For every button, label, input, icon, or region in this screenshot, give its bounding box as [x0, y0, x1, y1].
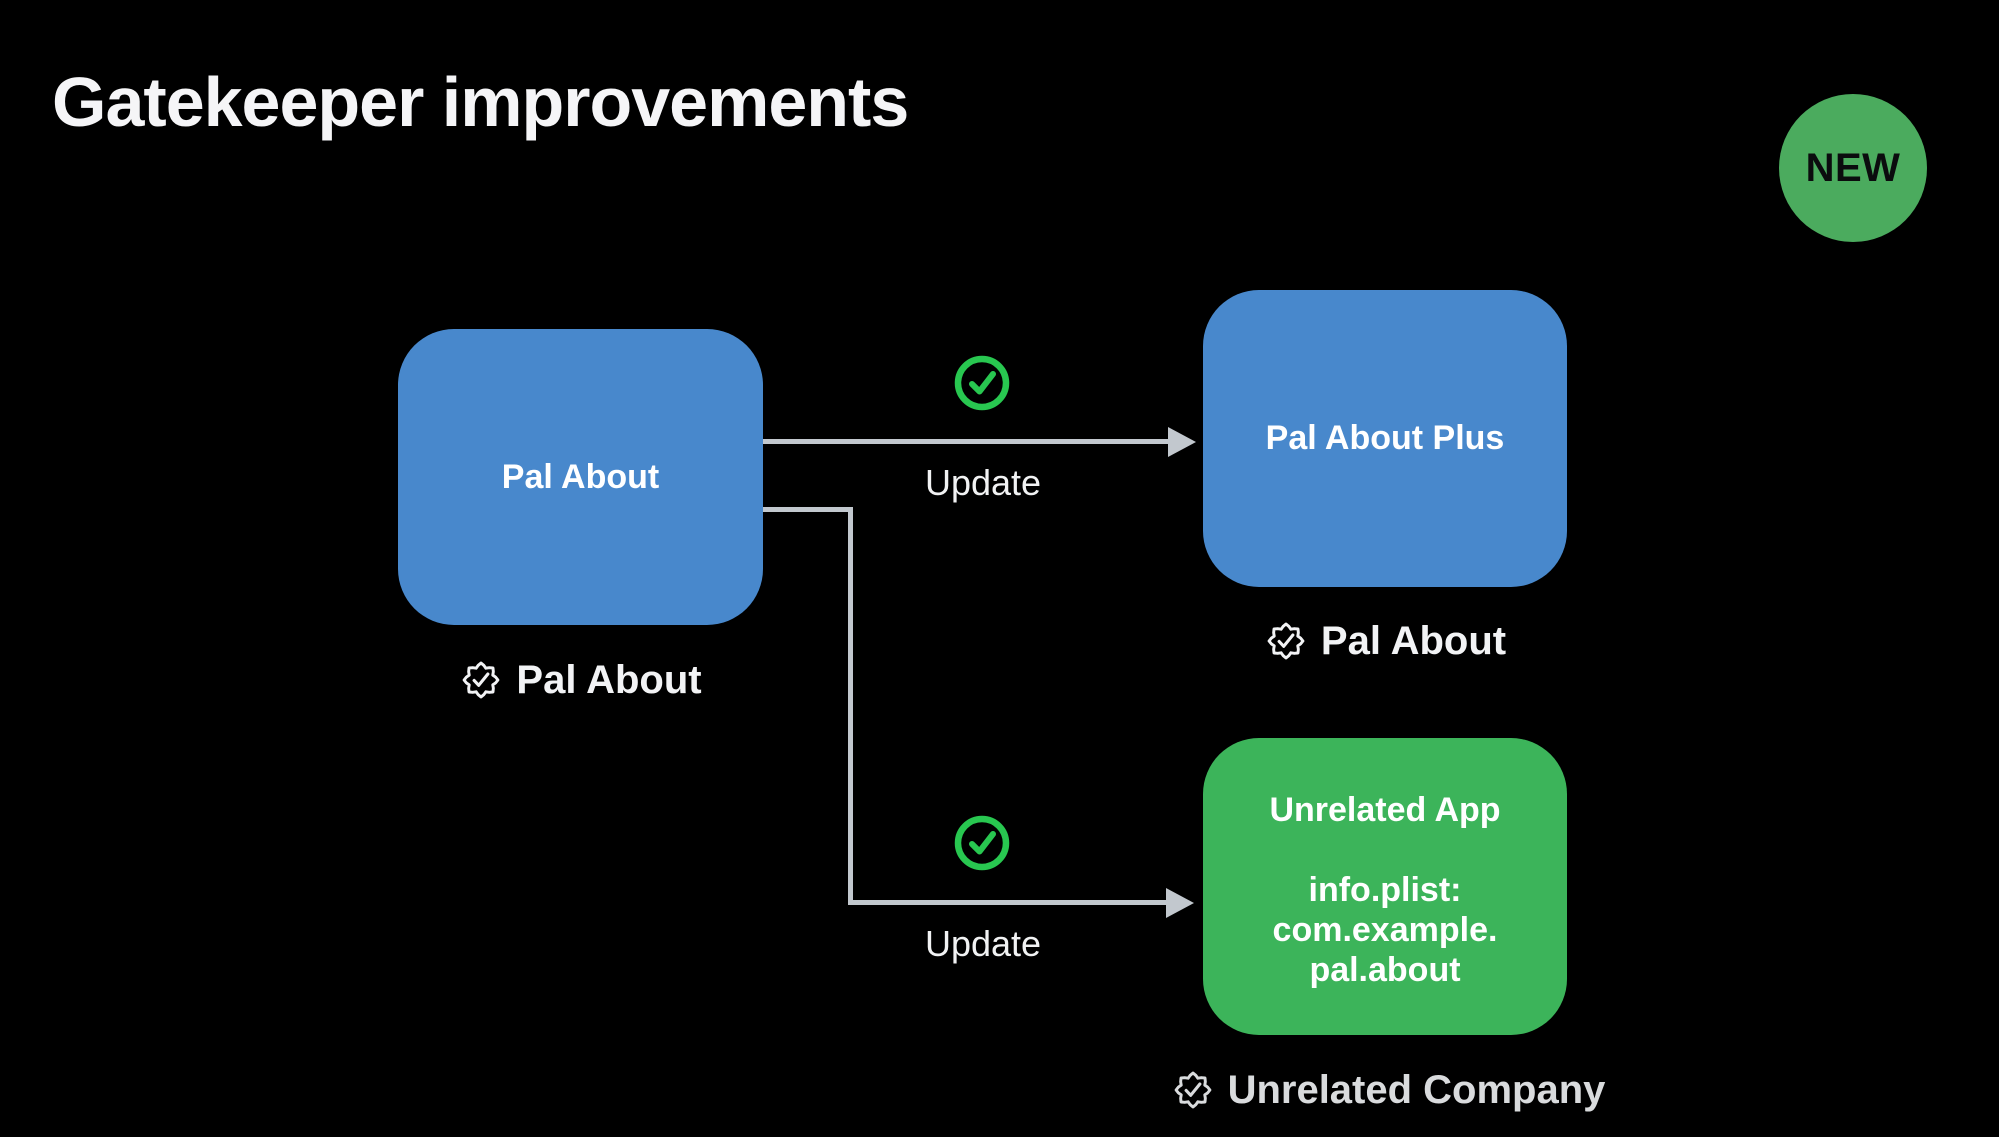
new-badge-label: NEW [1805, 145, 1901, 190]
slide-title: Gatekeeper improvements [52, 63, 909, 141]
app-box-original-name: Pal About [501, 457, 660, 496]
app-box-updated-name: Pal About Plus [1265, 419, 1505, 457]
new-badge: NEW [1779, 94, 1927, 242]
signer-label-updated: Pal About [1203, 613, 1567, 669]
signer-name: Pal About [1320, 618, 1507, 663]
signer-label-unrelated: Unrelated Company [1103, 1062, 1673, 1118]
signer-name: Unrelated Company [1227, 1067, 1606, 1112]
checkmark-circle-icon [954, 815, 1010, 871]
plist-line: pal.about [1309, 951, 1461, 989]
connector-line-top [763, 439, 1170, 444]
checkmark-seal-icon [1267, 622, 1305, 660]
connector-line-stub [763, 507, 853, 512]
app-box-unrelated: Unrelated App info.plist: com.example. p… [1203, 738, 1567, 1035]
checkmark-circle-icon [954, 355, 1010, 411]
update-label-top: Update [924, 462, 1042, 503]
connector-line-vertical [848, 507, 853, 905]
blank-line [1203, 830, 1567, 870]
signer-name: Pal About [516, 657, 702, 702]
update-label-bottom: Update [924, 923, 1042, 964]
signer-label-original: Pal About [398, 652, 763, 708]
app-box-unrelated-text: Unrelated App info.plist: com.example. p… [1203, 790, 1567, 990]
app-box-unrelated-name: Unrelated App [1269, 791, 1501, 829]
app-box-updated: Pal About Plus [1203, 290, 1567, 587]
plist-line: info.plist: [1308, 871, 1462, 909]
checkmark-seal-icon [462, 661, 500, 699]
arrowhead-icon [1166, 888, 1194, 918]
checkmark-seal-icon [1174, 1071, 1211, 1109]
app-box-original: Pal About [398, 329, 763, 625]
arrowhead-icon [1168, 427, 1196, 457]
connector-line-bottom [848, 900, 1168, 905]
plist-line: com.example. [1272, 911, 1498, 949]
